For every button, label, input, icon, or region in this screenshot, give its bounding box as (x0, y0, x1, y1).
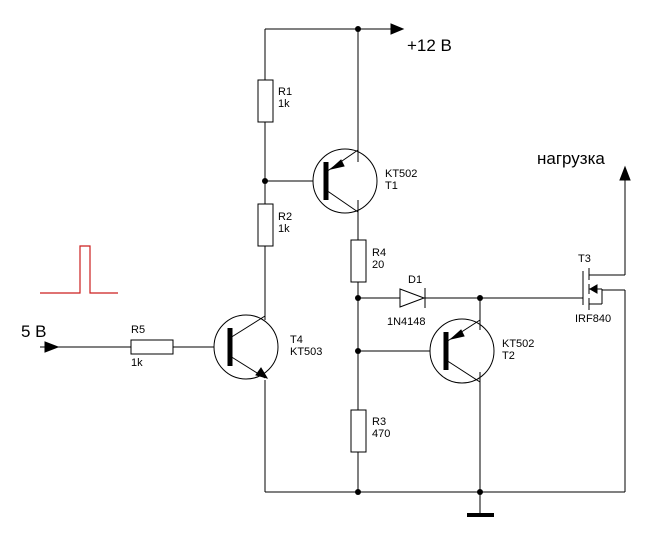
r1-ref: R1 (278, 86, 292, 98)
wires (40, 28, 626, 515)
r3-ref: R3 (372, 416, 386, 428)
d1-model: 1N4148 (387, 316, 426, 328)
r5-ref: R5 (131, 324, 145, 336)
input-label: 5 B (21, 322, 47, 341)
t3-ref: T3 (578, 253, 591, 265)
mosfet-t3 (582, 268, 603, 310)
junction-dot (477, 489, 483, 495)
junction-dot (262, 178, 268, 184)
r1-value: 1k (278, 98, 290, 110)
t3-arrow-icon (588, 284, 598, 294)
junction-dot (477, 295, 483, 301)
t4-ref: T4 (290, 334, 303, 346)
resistor-r4 (350, 239, 367, 283)
resistor-r3 (350, 409, 367, 453)
resistor-r1 (257, 79, 274, 123)
d1-ref: D1 (408, 274, 422, 286)
load-arrow-icon (619, 165, 631, 181)
t4-emitter-arrow-icon (255, 367, 269, 379)
pulse-waveform-icon (40, 245, 118, 294)
r2-value: 1k (278, 223, 290, 235)
t1-ref: T1 (385, 180, 398, 192)
r4-value: 20 (372, 259, 384, 271)
r5-value: 1k (131, 357, 143, 369)
r4-ref: R4 (372, 247, 386, 259)
transistor-t4 (213, 314, 279, 380)
r2-ref: R2 (278, 211, 292, 223)
junction-dot (355, 348, 361, 354)
supply-label: +12 B (407, 36, 452, 55)
t1-emitter-arrow-icon (329, 159, 345, 170)
junction-dot (355, 489, 361, 495)
t2-model: KT502 (502, 338, 534, 350)
junction-dot (355, 295, 361, 301)
supply-arrow-icon (390, 23, 405, 35)
t3-model: IRF840 (575, 313, 611, 325)
transistor-t2 (429, 318, 495, 384)
junction-dot (355, 26, 361, 32)
t1-model: KT502 (385, 168, 417, 180)
t2-emitter-arrow-icon (449, 329, 465, 340)
diode-d1 (399, 288, 428, 308)
input-arrow-icon (44, 341, 60, 353)
junctions (262, 26, 483, 495)
t2-ref: T2 (502, 350, 515, 362)
t4-model: KT503 (290, 346, 322, 358)
resistor-r2 (257, 203, 274, 247)
load-label: нагрузка (537, 149, 605, 168)
resistor-r5 (130, 339, 174, 355)
transistor-t1 (312, 148, 378, 214)
r3-value: 470 (372, 428, 390, 440)
